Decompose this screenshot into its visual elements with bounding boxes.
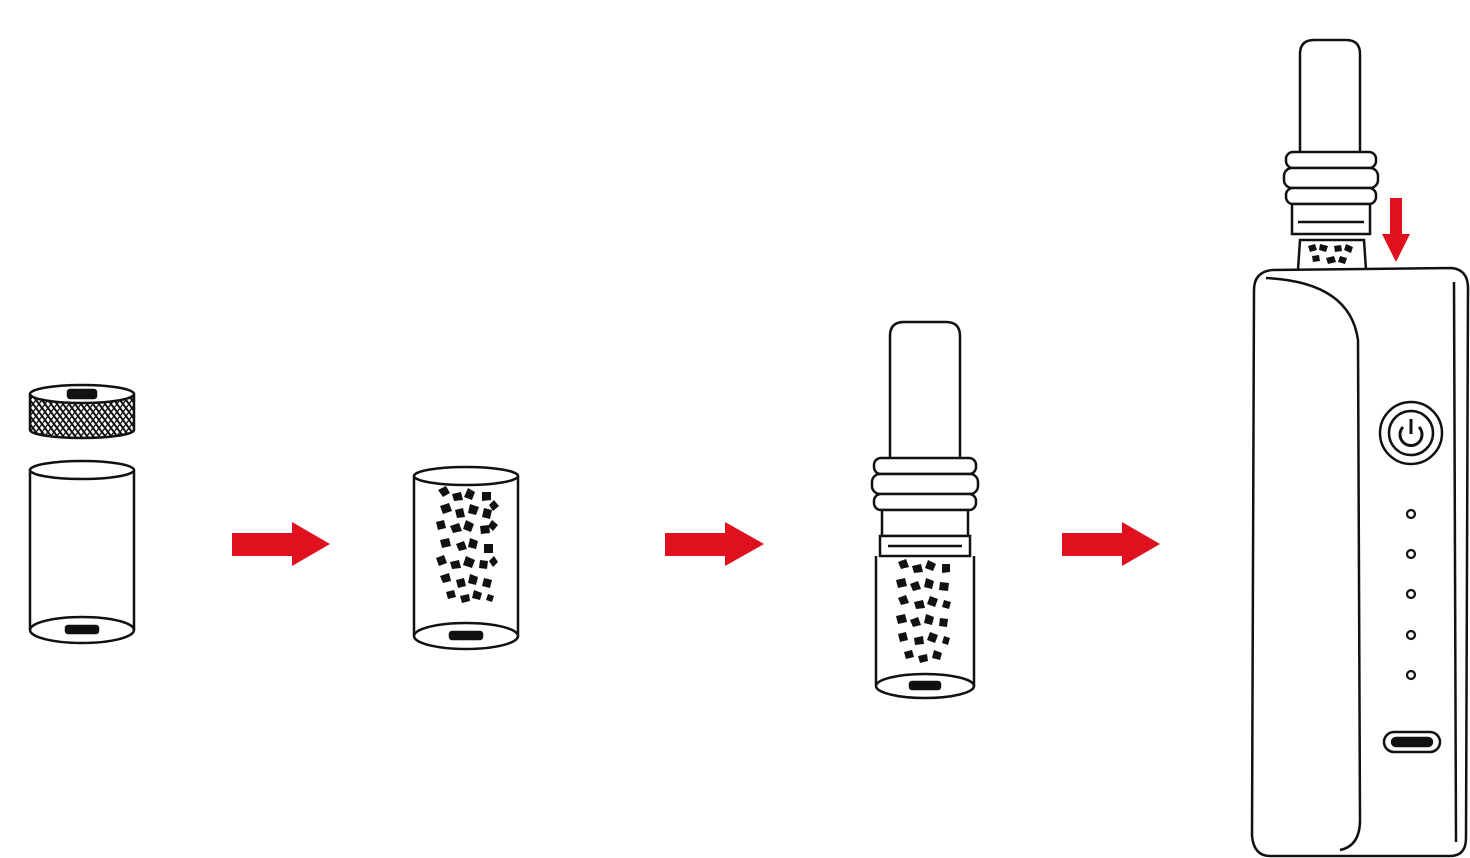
down-arrow-icon <box>1382 198 1410 262</box>
step-3-chamber-with-mouthpiece <box>872 322 978 698</box>
power-button-icon <box>1380 402 1442 464</box>
right-arrow-icon <box>232 522 330 566</box>
right-arrow-icon <box>665 522 764 566</box>
knurled-cap-icon <box>30 385 134 438</box>
mouthpiece-icon <box>1284 40 1378 270</box>
step-2-filled-chamber <box>414 467 518 649</box>
herb-fill <box>896 559 951 663</box>
chamber-icon <box>30 461 134 643</box>
step-4-device <box>1252 40 1468 856</box>
herb-fill <box>436 486 499 603</box>
right-arrow-icon <box>1062 522 1160 566</box>
step-1-empty-chamber <box>30 385 134 643</box>
mouthpiece-icon <box>872 322 978 556</box>
usb-port-icon <box>1384 732 1440 752</box>
